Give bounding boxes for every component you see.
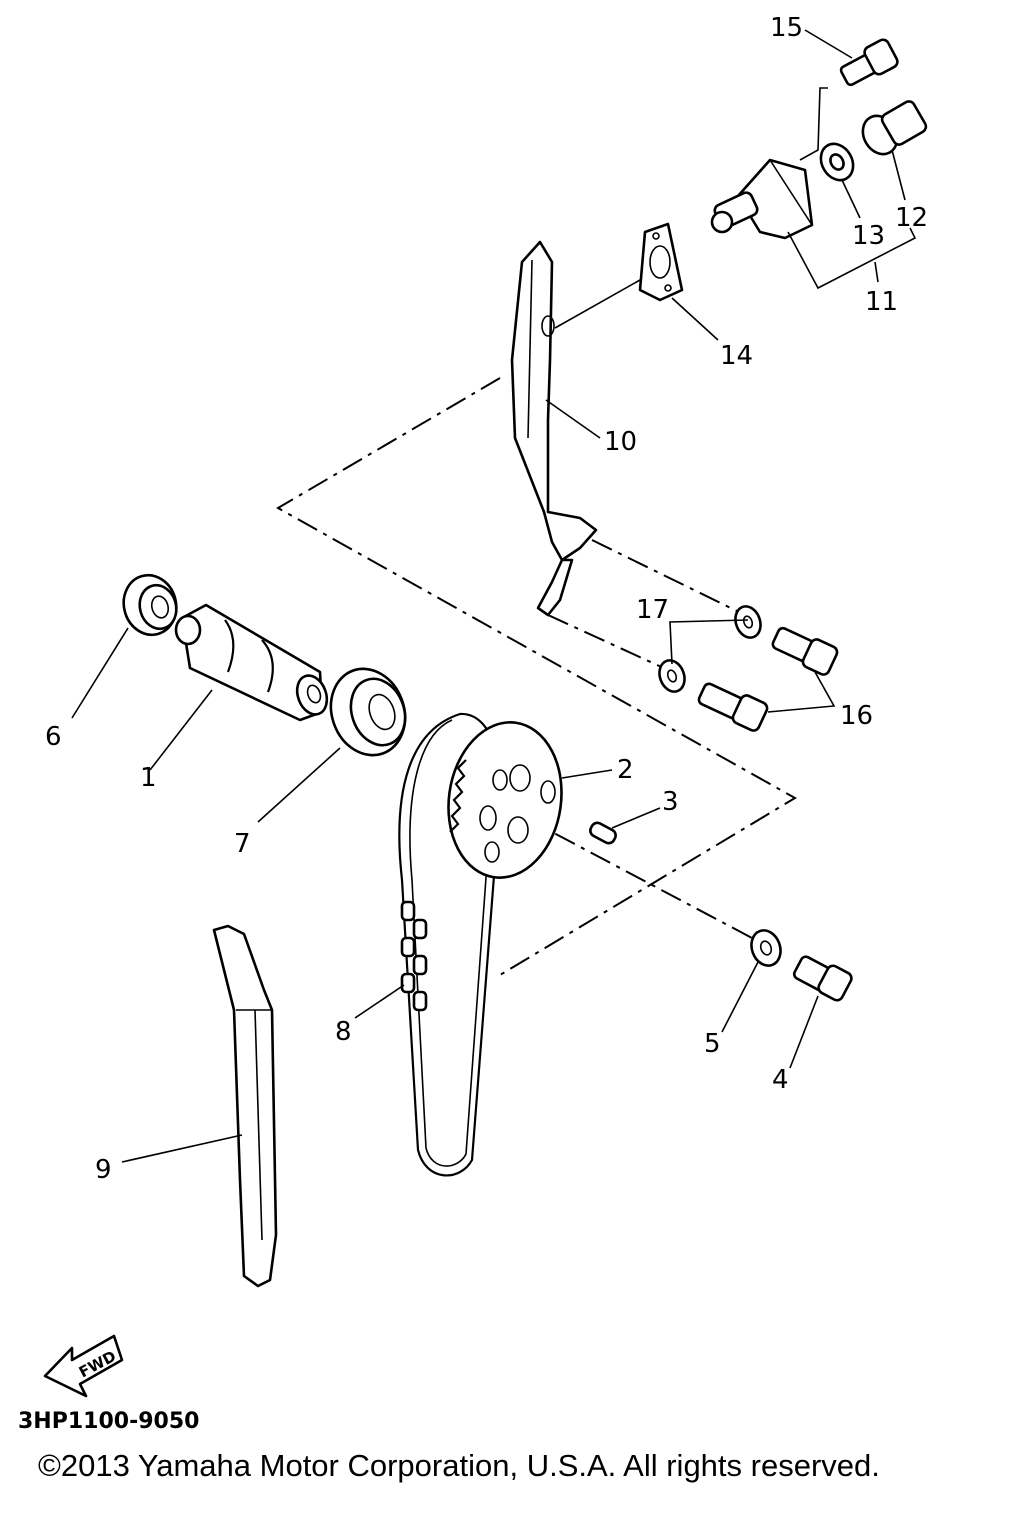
callout-16: 16 bbox=[840, 701, 873, 731]
chain-tensioner bbox=[710, 158, 814, 240]
callout-9: 9 bbox=[95, 1155, 112, 1185]
chain-guide-exhaust-side bbox=[212, 924, 278, 1288]
callout-15: 15 bbox=[770, 13, 803, 43]
copyright-notice: ©2013 Yamaha Motor Corporation, U.S.A. A… bbox=[38, 1448, 880, 1483]
callout-1: 1 bbox=[140, 763, 157, 793]
sprocket-bolt bbox=[792, 955, 853, 1002]
callout-2: 2 bbox=[617, 755, 634, 785]
guide-bolts bbox=[697, 626, 839, 732]
callout-13: 13 bbox=[852, 221, 885, 251]
callout-numbers: 1 2 3 4 5 6 7 8 9 10 11 12 13 14 15 16 1… bbox=[45, 13, 928, 1185]
assembly-lines bbox=[275, 377, 797, 976]
bearing-small bbox=[122, 573, 178, 637]
callout-14: 14 bbox=[720, 341, 753, 371]
callout-bracket-11 bbox=[787, 87, 917, 290]
tensioner-gasket bbox=[638, 222, 684, 302]
callout-6: 6 bbox=[45, 722, 62, 752]
callout-11: 11 bbox=[865, 287, 898, 317]
guide-washers bbox=[658, 605, 762, 693]
fwd-arrow-icon: FWD bbox=[43, 1334, 124, 1398]
chain-link-detail bbox=[400, 900, 428, 1012]
callout-10: 10 bbox=[604, 427, 637, 457]
callout-7: 7 bbox=[234, 829, 251, 859]
callout-4: 4 bbox=[772, 1065, 789, 1095]
tensioner-bolt bbox=[839, 38, 899, 87]
sprocket-washer bbox=[750, 929, 782, 967]
camshaft bbox=[174, 603, 329, 722]
leader-lines bbox=[71, 29, 906, 1163]
callout-17: 17 bbox=[636, 595, 669, 625]
diagram-code: 3HP1100-9050 bbox=[18, 1409, 199, 1434]
cam-sprocket bbox=[447, 721, 563, 879]
tensioner-washer bbox=[819, 142, 855, 182]
callout-3: 3 bbox=[662, 787, 679, 817]
callout-12: 12 bbox=[895, 203, 928, 233]
chain-guide-tensioner-side bbox=[510, 240, 598, 617]
callout-8: 8 bbox=[335, 1017, 352, 1047]
tensioner-cap-bolt bbox=[861, 100, 928, 156]
dowel-pin bbox=[589, 821, 617, 845]
bearing-large bbox=[329, 667, 407, 757]
callout-5: 5 bbox=[704, 1029, 721, 1059]
